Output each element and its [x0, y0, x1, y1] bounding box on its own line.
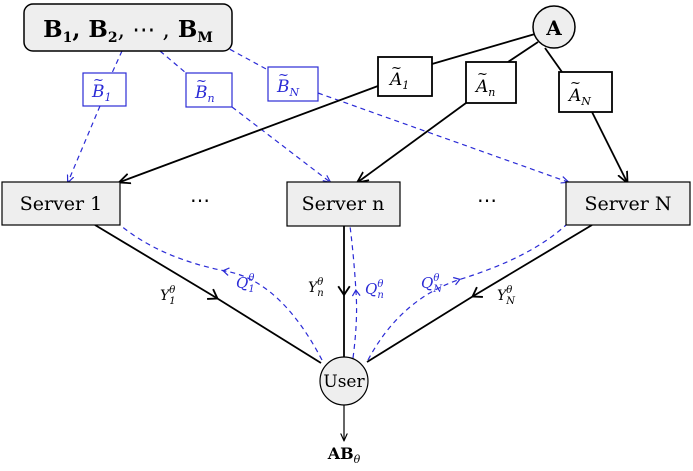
edge-share-bN-to-server-N — [317, 92, 568, 182]
edge-a-to-share-an — [507, 41, 539, 63]
svg-text:~: ~ — [93, 73, 104, 88]
server-n-box: Server n — [286, 181, 401, 227]
svg-text:~: ~ — [570, 76, 581, 91]
edge-a-to-share-aN — [544, 47, 563, 73]
svg-text:AN: AN — [567, 86, 591, 108]
edge-b-to-share-bn — [159, 50, 187, 74]
query-edge-n — [349, 225, 361, 359]
share-bN-box: BN ~ — [267, 66, 319, 102]
svg-text:~: ~ — [196, 74, 207, 89]
server-gap-dots-left: ⋯ — [190, 188, 210, 212]
user-node: User — [319, 356, 369, 406]
svg-text:B1, B2, ⋯ , BM: B1, B2, ⋯ , BM — [43, 16, 213, 46]
answer-edge-N — [366, 224, 593, 363]
svg-text:~: ~ — [391, 61, 402, 76]
query-edge-1 — [119, 224, 323, 361]
edge-share-aN-to-server-N — [591, 111, 627, 182]
server-N-box: Server N — [565, 181, 691, 226]
query-edges — [119, 224, 567, 361]
share-aN-box: AN ~ — [558, 71, 613, 113]
edge-b-to-share-b1 — [111, 50, 123, 74]
output-label: ABθ — [327, 444, 361, 466]
a-share-edges — [120, 33, 627, 182]
edge-share-a1-to-server-1 — [120, 85, 379, 182]
edge-share-bn-to-server-n — [231, 106, 330, 182]
svg-text:Server N: Server N — [584, 193, 671, 215]
answer-edge-1 — [94, 224, 322, 364]
edge-a-to-share-a1 — [431, 33, 536, 65]
share-bn-box: Bn ~ — [185, 72, 233, 108]
svg-text:Server n: Server n — [302, 193, 385, 215]
server-1-box: Server 1 — [1, 181, 121, 226]
share-a1-box: A1 ~ — [377, 56, 433, 97]
share-an-box: An ~ — [465, 61, 517, 104]
edge-share-b1-to-server-1 — [68, 105, 101, 182]
svg-text:B1: B1 — [91, 82, 112, 104]
svg-text:~: ~ — [477, 67, 488, 82]
share-b1-box: B1 ~ — [82, 72, 127, 107]
source-b-box: B1, B2, ⋯ , BM — [23, 3, 233, 52]
edge-share-an-to-server-n — [358, 102, 467, 182]
svg-text:Bn: Bn — [194, 83, 215, 105]
b-share-edges — [68, 44, 568, 182]
answer-edges — [94, 224, 593, 364]
svg-text:A1: A1 — [388, 70, 409, 92]
svg-text:User: User — [323, 372, 365, 392]
svg-text:A: A — [545, 16, 562, 40]
svg-text:An: An — [474, 77, 495, 99]
query-edge-N — [367, 224, 567, 361]
svg-text:BN: BN — [276, 77, 300, 99]
svg-text:Server 1: Server 1 — [20, 193, 103, 215]
node-a: A — [532, 5, 576, 49]
server-gap-dots-right: ⋯ — [477, 188, 497, 212]
svg-text:~: ~ — [278, 68, 289, 83]
